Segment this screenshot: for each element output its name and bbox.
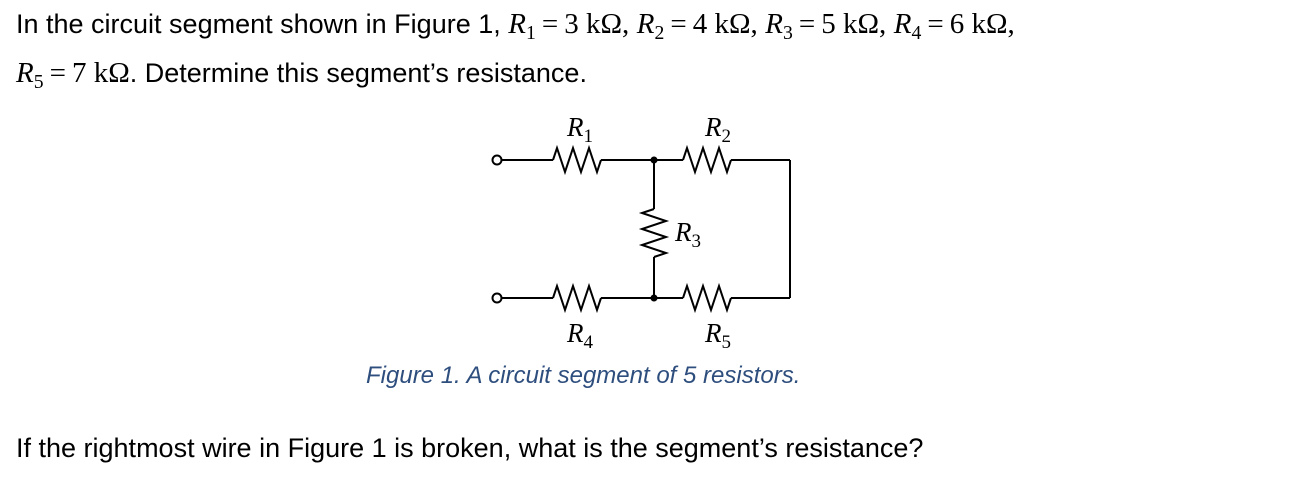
question-text: If the rightmost wire in Figure 1 is bro… (16, 433, 924, 463)
resistor-value-r4: R4=6 kΩ (893, 8, 1008, 44)
top-terminal (491, 154, 503, 166)
label-r5: R5 (704, 318, 731, 353)
resistor-value-r1: R1=3 kΩ (508, 8, 622, 44)
resistor-r5 (682, 282, 732, 314)
resistor-value-r3: R3=5 kΩ (765, 8, 880, 44)
label-r4: R4 (566, 318, 594, 353)
resistor-r1 (552, 144, 602, 176)
resistor-r3 (638, 208, 670, 258)
junction-bottom (650, 294, 658, 302)
label-r1: R1 (566, 112, 593, 147)
problem-intro: In the circuit segment shown in Figure 1… (16, 9, 509, 39)
resistor-r4 (552, 282, 602, 314)
label-r2: R2 (704, 112, 731, 147)
problem-statement: In the circuit segment shown in Figure 1… (16, 8, 1015, 93)
figure-caption: Figure 1. A circuit segment of 5 resisto… (366, 362, 801, 389)
junction-top (650, 156, 658, 164)
resistor-value-r2: R2=4 kΩ (636, 8, 751, 44)
resistor-r2 (682, 144, 732, 176)
problem-ending: . Determine this segment’s resistance. (129, 57, 587, 88)
resistor-value-r5: R5=7 kΩ (16, 56, 130, 93)
bottom-terminal (491, 292, 503, 304)
label-r3: R3 (674, 217, 701, 252)
